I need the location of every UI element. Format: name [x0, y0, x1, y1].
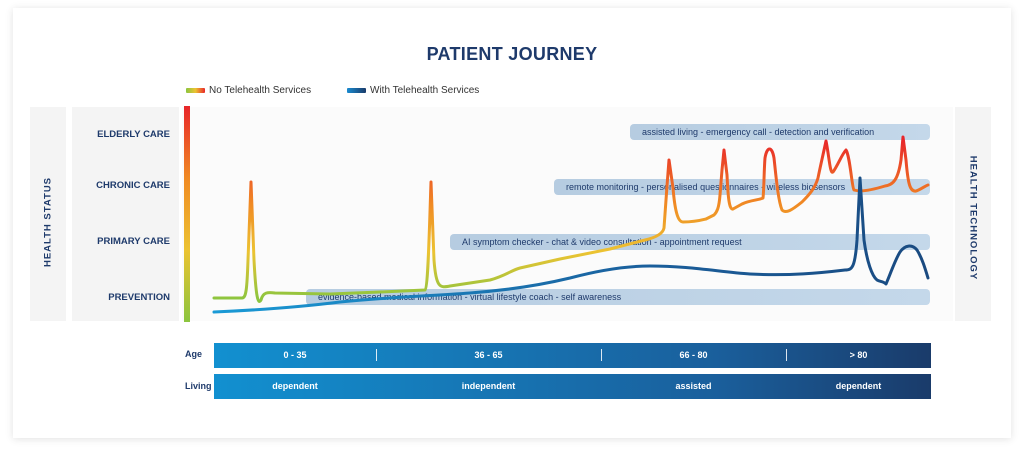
- age-bar-label: Age: [185, 349, 203, 359]
- health-severity-gradient-bar: [184, 106, 190, 322]
- living-bar-label: Living: [185, 381, 212, 391]
- living-bar: dependent independent assisted dependent: [214, 374, 931, 399]
- living-segment: independent: [461, 381, 516, 391]
- age-separator: [601, 349, 602, 361]
- legend-swatch-gradient: [186, 88, 205, 93]
- age-separator: [786, 349, 787, 361]
- health-technology-panel: [955, 107, 991, 321]
- health-level-chronic: CHRONIC CARE: [96, 180, 170, 191]
- tech-band-primary: AI symptom checker - chat & video consul…: [450, 234, 930, 250]
- living-segment: dependent: [272, 381, 318, 391]
- with-telehealth-curve: [212, 176, 930, 314]
- health-level-elderly: ELDERLY CARE: [97, 129, 170, 140]
- legend-label: With Telehealth Services: [370, 85, 480, 96]
- health-status-panel: [30, 107, 66, 321]
- age-segment: > 80: [849, 350, 868, 360]
- legend-label: No Telehealth Services: [209, 85, 312, 96]
- legend-swatch-blue: [347, 88, 366, 93]
- age-separator: [376, 349, 377, 361]
- age-segment: 66 - 80: [679, 350, 708, 360]
- health-level-prevention: PREVENTION: [108, 292, 170, 303]
- legend-with-telehealth: With Telehealth Services: [347, 85, 479, 96]
- diagram-title: PATIENT JOURNEY: [426, 44, 598, 64]
- age-segment: 36 - 65: [474, 350, 503, 360]
- no-telehealth-curve: [212, 135, 930, 303]
- living-segment: dependent: [835, 381, 882, 391]
- legend-no-telehealth: No Telehealth Services: [186, 85, 311, 96]
- health-level-panel: [72, 107, 179, 321]
- health-level-primary: PRIMARY CARE: [97, 236, 170, 247]
- age-segment: 0 - 35: [283, 350, 307, 360]
- tech-band-elderly: assisted living - emergency call - detec…: [630, 124, 930, 140]
- living-segment: assisted: [675, 381, 712, 391]
- age-bar: 0 - 35 36 - 65 66 - 80 > 80: [214, 343, 931, 368]
- tech-band-chronic: remote monitoring - personalised questio…: [554, 179, 930, 195]
